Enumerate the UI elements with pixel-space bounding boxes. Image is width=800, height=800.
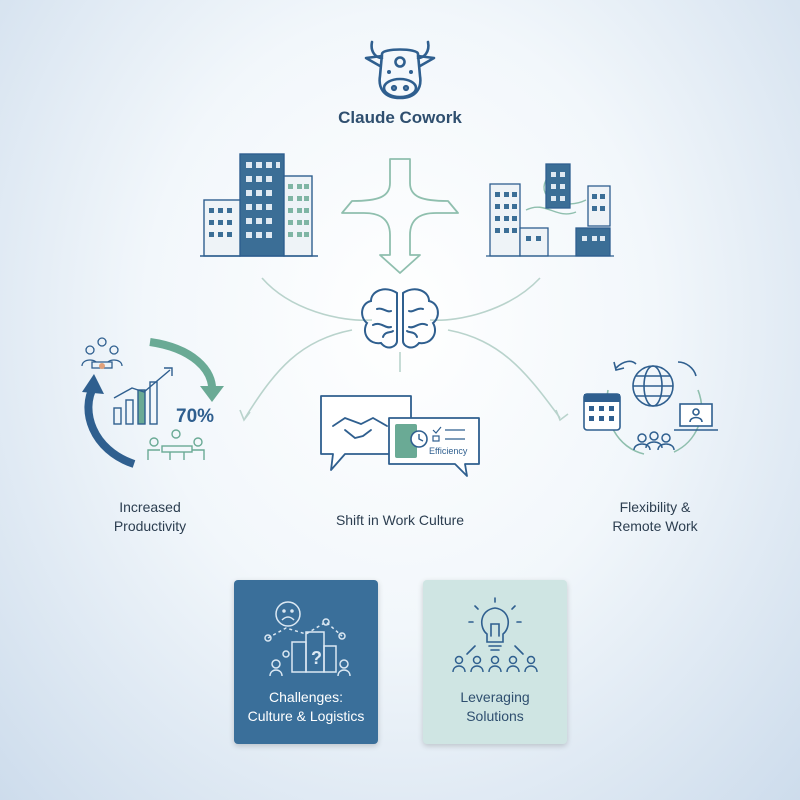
connector-right-building: [429, 277, 541, 322]
productivity-label-line1: Increased: [119, 499, 181, 515]
connector-to-flexibility: [447, 329, 561, 419]
flexibility-label: Flexibility & Remote Work: [580, 498, 730, 536]
handshake-icon: [332, 416, 388, 439]
solutions-label-line2: Solutions: [466, 708, 524, 724]
productivity-label: Increased Productivity: [80, 498, 220, 536]
page-title: Claude Cowork: [338, 108, 462, 127]
people-group-icon: [452, 655, 538, 673]
cycle-arrow-right: [149, 338, 217, 393]
solutions-label-line1: Leveraging: [460, 689, 530, 705]
connector-to-productivity: [244, 329, 353, 419]
brain-icon: [361, 288, 439, 349]
merge-arrow-icon: [341, 158, 459, 274]
calendar-icon: [583, 393, 621, 431]
right-buildings-icon: [486, 163, 614, 257]
challenges-label-line1: Challenges:: [269, 689, 343, 705]
productivity-stat: 70%: [176, 406, 215, 427]
solutions-icon: [452, 597, 538, 673]
desk-team-icon: [147, 429, 205, 460]
challenges-card: ? Challenges: Culture & Logistics: [234, 580, 378, 744]
globe-icon: [632, 365, 674, 407]
culture-label: Shift in Work Culture: [335, 512, 465, 528]
flexibility-label-line1: Flexibility &: [619, 499, 691, 515]
left-buildings-icon: [200, 153, 318, 257]
productivity-cycle-icon: [81, 337, 224, 468]
connector-left-building: [261, 277, 373, 322]
checklist-icon: [432, 426, 465, 442]
team-icon: [633, 431, 675, 451]
growth-bars-icon: [113, 367, 173, 425]
question-mark-icon: ?: [311, 648, 322, 668]
flexibility-label-line2: Remote Work: [612, 518, 698, 534]
challenges-icon: [264, 601, 351, 677]
cycle-arrow-left: [84, 383, 136, 468]
remote-work-icon: [583, 360, 718, 455]
efficiency-chip: Efficiency: [429, 446, 468, 456]
solutions-card: Leveraging Solutions: [423, 580, 567, 744]
solutions-label: Leveraging Solutions: [423, 688, 567, 726]
cow-logo-icon: [364, 40, 436, 100]
sad-face-icon: [275, 601, 301, 627]
lightbulb-icon: [480, 607, 510, 643]
productivity-label-line2: Productivity: [113, 518, 187, 534]
challenges-label: Challenges: Culture & Logistics: [234, 688, 378, 726]
speech-bubbles-icon: [320, 395, 480, 477]
laptop-call-icon: [674, 403, 718, 431]
challenges-label-line2: Culture & Logistics: [247, 708, 365, 724]
